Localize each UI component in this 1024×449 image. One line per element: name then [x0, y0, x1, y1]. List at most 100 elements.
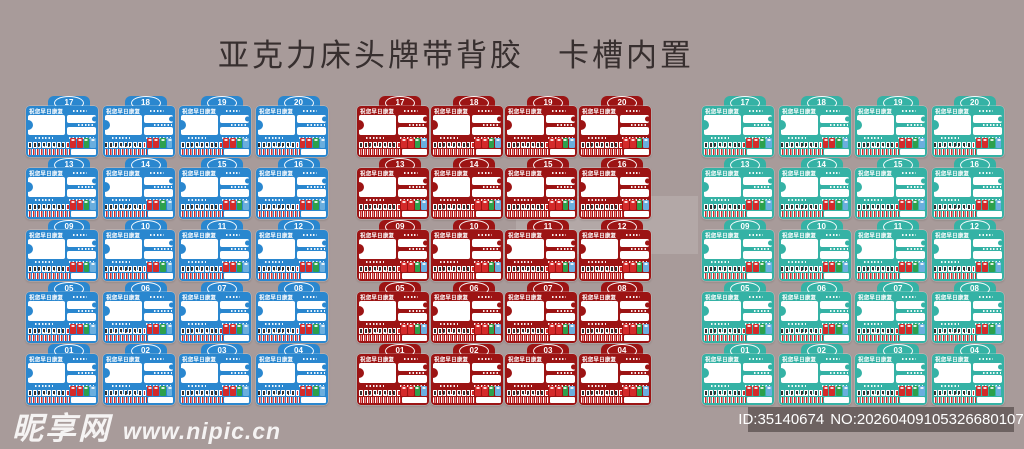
- date-tick-strip: [433, 273, 476, 279]
- bed-head-card: 08 祝您早日康复: [931, 281, 1004, 343]
- red-mark-cell: [742, 266, 746, 272]
- micro-labels: [588, 137, 606, 139]
- info-slot-column: [743, 301, 772, 321]
- name-card-slot: [933, 363, 971, 383]
- date-strip: [257, 211, 326, 217]
- info-card-slot-top: [896, 239, 925, 247]
- info-card-slot-bottom: [819, 189, 849, 197]
- info-cell: [181, 142, 185, 148]
- info-cell: [42, 266, 47, 272]
- nursing-level-box-3: [912, 200, 919, 210]
- red-mark-cell: [66, 142, 70, 148]
- info-cell: [185, 266, 190, 272]
- info-cell: [276, 266, 281, 272]
- info-cell: [461, 204, 466, 210]
- info-cell: [466, 204, 471, 210]
- level-boxes: [507, 200, 575, 210]
- nursing-level-box-1: [549, 200, 555, 210]
- card-body: 祝您早日康复: [505, 168, 577, 219]
- card-body: 祝您早日康复: [255, 106, 328, 157]
- nursing-level-box-2: [982, 200, 989, 210]
- date-tick-strip: [704, 149, 747, 155]
- micro-labels: [366, 137, 384, 139]
- info-cell: [799, 390, 804, 396]
- blank-cell: [402, 273, 427, 279]
- level-boxes: [359, 386, 427, 396]
- micro-labels: [589, 208, 615, 210]
- info-card-slot-bottom: [143, 251, 173, 259]
- nursing-level-box-4: [995, 138, 1002, 148]
- card-slots: [104, 177, 173, 197]
- blank-cell: [624, 397, 649, 403]
- info-slot-column: [296, 301, 326, 321]
- card-greeting: 祝您早日康复: [434, 295, 469, 302]
- bed-head-card: 10 祝您早日康复: [102, 219, 175, 281]
- info-cell: [61, 142, 66, 148]
- nursing-level-box-4: [643, 324, 649, 334]
- info-cell: [785, 142, 790, 148]
- micro-labels: [787, 137, 806, 139]
- info-cell: [128, 204, 133, 210]
- info-card-slot-bottom: [620, 189, 649, 197]
- level-boxes: [507, 386, 575, 396]
- micro-text: [404, 172, 418, 174]
- info-cell: [281, 390, 286, 396]
- bed-head-card: 20 祝您早日康复: [931, 95, 1004, 157]
- nursing-level-box-4: [90, 324, 96, 334]
- card-slots: [933, 363, 1002, 383]
- info-card-slot-bottom: [67, 189, 96, 197]
- card-slots: [28, 177, 96, 197]
- info-card-slot-top: [296, 115, 326, 123]
- bed-head-card: 05 祝您早日康复: [702, 281, 774, 343]
- info-cell: [51, 328, 56, 334]
- info-cell: [109, 142, 114, 148]
- nursing-level-box-3: [313, 386, 319, 396]
- info-cell: [466, 328, 471, 334]
- info-cell: [363, 204, 368, 210]
- nursing-level-box-2: [306, 324, 313, 334]
- micro-labels: [588, 199, 606, 201]
- card-greeting: 祝您早日康复: [182, 109, 217, 116]
- nursing-level-box-2: [752, 138, 759, 148]
- card-body: 祝您早日康复: [579, 168, 651, 219]
- micro-text: [408, 186, 426, 188]
- info-cell: [363, 266, 368, 272]
- info-cell: [195, 142, 200, 148]
- bed-head-card: 07 祝您早日康复: [855, 281, 927, 343]
- info-slot-column: [472, 363, 501, 383]
- card-body: 祝您早日康复: [855, 292, 927, 343]
- info-cell: [42, 390, 47, 396]
- micro-labels: [440, 261, 458, 263]
- info-cell: [286, 204, 291, 210]
- micro-text: [552, 172, 566, 174]
- info-cell: [456, 390, 461, 396]
- blank-cell: [976, 211, 1002, 217]
- level-row: [857, 323, 925, 334]
- name-card-slot: [433, 115, 470, 135]
- card-greeting: 祝您早日康复: [858, 171, 893, 178]
- info-cell: [814, 328, 818, 334]
- level-boxes: [257, 262, 326, 272]
- date-strip: [257, 335, 326, 341]
- blank-cell: [300, 211, 326, 217]
- blank-cell: [476, 273, 501, 279]
- micro-labels: [589, 394, 615, 396]
- nursing-level-box-2: [153, 262, 160, 272]
- card-greeting: 祝您早日康复: [258, 109, 293, 116]
- info-cell: [804, 390, 809, 396]
- bed-head-card: 09 祝您早日康复: [26, 219, 98, 281]
- card-greeting: 祝您早日康复: [934, 171, 969, 178]
- red-mark-cell: [818, 328, 822, 334]
- date-strip: [359, 397, 427, 403]
- level-boxes: [181, 386, 249, 396]
- card-greeting: 祝您早日康复: [582, 357, 617, 364]
- micro-labels: [711, 137, 729, 139]
- blank-cell: [976, 149, 1002, 155]
- info-cell: [799, 266, 804, 272]
- date-strip: [780, 273, 849, 279]
- card-greeting: 祝您早日康复: [858, 357, 893, 364]
- micro-labels: [265, 208, 292, 210]
- micro-text: [226, 296, 240, 298]
- info-card-slot-bottom: [743, 127, 772, 135]
- blank-cell: [823, 149, 849, 155]
